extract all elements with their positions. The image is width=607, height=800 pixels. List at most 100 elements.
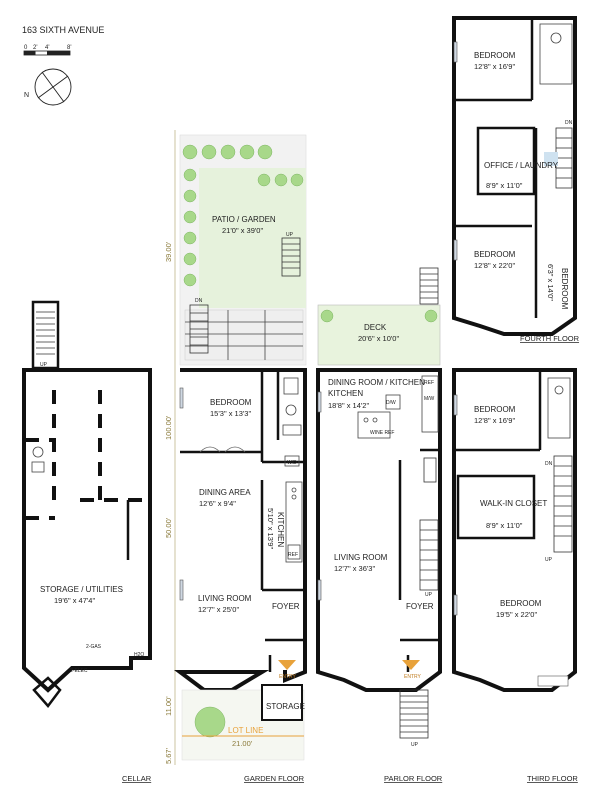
cellar-window-well — [32, 676, 62, 708]
parlor-foyer-label: FOYER — [406, 602, 434, 611]
garden-window — [179, 387, 184, 409]
parlor-dining-size: 18'8" x 14'2" — [328, 401, 369, 410]
parlor-entry-arrow-icon — [402, 660, 420, 670]
svg-text:39.00': 39.00' — [164, 241, 173, 262]
garden-storage-label: STORAGE — [266, 702, 305, 711]
parlor-up-label: UP — [425, 592, 433, 598]
cellar-utility-circle — [32, 446, 44, 458]
parlor-building-walls — [316, 368, 442, 692]
parlor-living-size: 12'7" x 36'3" — [334, 564, 375, 573]
address-title: 163 SIXTH AVENUE — [22, 25, 104, 35]
fourth-office-laundry — [476, 126, 536, 196]
cellar-room-name: STORAGE / UTILITIES — [40, 585, 123, 594]
svg-text:8': 8' — [67, 45, 71, 51]
svg-text:4': 4' — [45, 45, 49, 51]
north-label: N — [24, 92, 29, 99]
parlor-kitchen-cabinets — [357, 375, 439, 439]
garden-dining-name: DINING AREA — [199, 488, 251, 497]
deck-size: 20'6" x 10'0" — [358, 334, 399, 343]
deck-stairs — [419, 267, 439, 305]
third-bedroom2-name: BEDROOM — [500, 599, 542, 608]
svg-text:0: 0 — [24, 45, 28, 51]
garden-dimension-labels: 39.00' 100.00' 50.00' 11.00' 5.67' — [164, 241, 173, 764]
cellar-h2o-label: H2O — [134, 652, 144, 658]
third-stairs — [553, 455, 573, 553]
garden-dining-size: 12'6" x 9'4" — [199, 499, 236, 508]
garden-kitchen-size: 5'10" x 13'9" — [266, 508, 275, 549]
garden-kitchen-name: KITCHEN — [276, 512, 285, 547]
parlor-stoop-up-label: UP — [411, 742, 419, 748]
lot-line-label: LOT LINE — [228, 726, 263, 735]
deck-trees — [320, 309, 438, 323]
fourth-office-size: 8'9" x 11'0" — [486, 181, 523, 190]
garden-bath-fixtures — [282, 377, 302, 436]
patio-name: PATIO / GARDEN — [212, 215, 276, 224]
garden-living-size: 12'7" x 25'0" — [198, 605, 239, 614]
patio-trees — [182, 144, 304, 287]
deck-name: DECK — [364, 323, 387, 332]
compass-icon: N — [24, 68, 72, 106]
fourth-building-walls — [452, 16, 577, 336]
parlor-window — [317, 391, 322, 413]
patio-dn-label: DN — [195, 298, 203, 304]
cellar-stairs — [36, 311, 55, 355]
fourth-floor-plan: DN BEDROOM 12'8" x 16'9" OFFICE / LAUNDR… — [452, 16, 580, 343]
garden-bedroom-size: 15'3" x 13'3" — [210, 409, 251, 418]
third-floor-title: THIRD FLOOR — [527, 774, 578, 783]
svg-text:5.67': 5.67' — [164, 747, 173, 764]
front-yard-tree — [194, 706, 226, 738]
garden-storage-room — [261, 684, 303, 721]
cellar-utility-box — [31, 461, 45, 473]
parlor-dining-kitchen-label: KITCHEN — [328, 389, 363, 398]
parlor-wine-ref-label: WINE REF — [370, 430, 394, 436]
third-bath-fixtures — [547, 377, 571, 439]
patio-up-label: UP — [286, 232, 294, 238]
third-window — [453, 394, 458, 416]
fourth-office-name: OFFICE / LAUNDRY — [484, 161, 559, 170]
parlor-window — [317, 579, 322, 601]
parlor-dw-label: D/W — [386, 400, 396, 406]
third-balcony — [537, 675, 569, 687]
fourth-dn-label: DN — [565, 120, 573, 126]
garden-width-dimension: 21.00' — [232, 739, 253, 748]
parlor-entry-label: ENTRY — [404, 674, 422, 680]
fourth-bath-fixtures — [539, 23, 573, 85]
garden-wd-box — [284, 455, 300, 467]
svg-text:50.00': 50.00' — [164, 517, 173, 538]
cellar-floor-title: CELLAR — [122, 774, 152, 783]
third-bedroom2-size: 19'5" x 22'0" — [496, 610, 537, 619]
fourth-bedroom2-size: 12'8" x 22'0" — [474, 261, 515, 270]
garden-window — [179, 579, 184, 601]
fourth-bedroom3-name: BEDROOM — [560, 268, 569, 310]
parlor-interior-stairs — [419, 457, 439, 591]
scale-bar: 0 2' 4' 8' — [23, 45, 71, 56]
fourth-bedroom1-name: BEDROOM — [474, 51, 516, 60]
fourth-skylight — [544, 152, 558, 166]
third-walk-in-closet — [456, 474, 536, 540]
third-closet-size: 8'9" x 11'0" — [486, 521, 523, 530]
fourth-bedroom3-size: 6'3" x 14'0" — [546, 264, 555, 301]
fourth-floor-title: FOURTH FLOOR — [520, 334, 580, 343]
fourth-window — [453, 41, 458, 63]
third-floor-plan: DN UP BEDROOM 12'8" x 16'9" WALK-IN CLOS… — [452, 368, 578, 783]
parlor-floor-title: PARLOR FLOOR — [384, 774, 443, 783]
parlor-foyer-walls — [400, 638, 440, 672]
third-window — [453, 594, 458, 616]
garden-floor-plan: 39.00' 100.00' 50.00' 11.00' 5.67' — [164, 130, 307, 783]
garden-living-name: LIVING ROOM — [198, 594, 252, 603]
third-bedroom1-name: BEDROOM — [474, 405, 516, 414]
cellar-walls — [22, 368, 152, 693]
third-building-walls — [452, 368, 577, 692]
garden-entry-label: ENTRY — [279, 674, 297, 680]
garden-bedroom-name: BEDROOM — [210, 398, 252, 407]
patio-size: 21'0" x 39'0" — [222, 226, 263, 235]
cellar-gas-label: 2-GAS — [86, 644, 102, 650]
cellar-elec-label: 2-ELEC — [70, 668, 88, 674]
svg-text:2': 2' — [33, 45, 37, 51]
parlor-dining-name: DINING ROOM / KITCHEN — [328, 378, 425, 387]
patio-stairs — [189, 237, 301, 354]
garden-ref-label: REF — [288, 552, 298, 558]
svg-text:11.00': 11.00' — [164, 696, 173, 716]
